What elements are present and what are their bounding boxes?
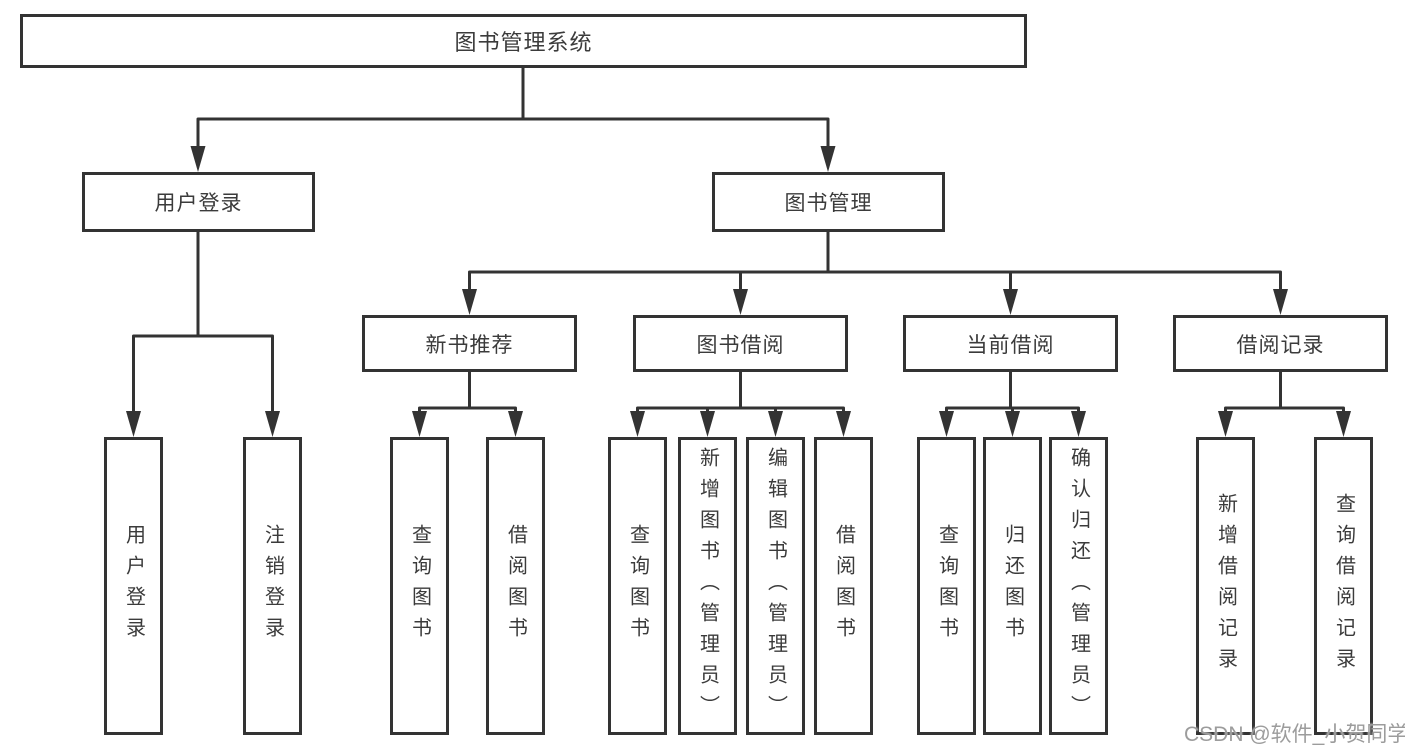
node-current-borrow: 当前借阅: [903, 315, 1118, 372]
leaf-add-books-admin: 新增图书（管理员）: [678, 437, 737, 735]
leaf-label: 借阅图书: [504, 524, 527, 648]
node-label: 借阅记录: [1236, 333, 1325, 357]
node-label: 图书管理系统: [454, 30, 593, 55]
leaf-borrow-books-2: 借阅图书: [814, 437, 873, 735]
leaf-label: 注销登录: [261, 524, 284, 648]
leaf-query-books-1: 查询图书: [390, 437, 449, 735]
leaf-return-books: 归还图书: [983, 437, 1042, 735]
leaf-edit-books-admin: 编辑图书（管理员）: [746, 437, 805, 735]
leaf-label: 确认归还（管理员）: [1067, 446, 1090, 726]
node-label: 图书管理: [784, 192, 873, 215]
leaf-label: 新增借阅记录: [1214, 493, 1237, 679]
leaf-label: 查询图书: [408, 524, 431, 648]
leaf-query-books-2: 查询图书: [608, 437, 667, 735]
node-user-login: 用户登录: [82, 172, 315, 232]
leaf-query-books-3: 查询图书: [917, 437, 976, 735]
leaf-label: 查询借阅记录: [1332, 493, 1355, 679]
node-new-book-recommend: 新书推荐: [362, 315, 577, 372]
leaf-query-borrow-record: 查询借阅记录: [1314, 437, 1373, 735]
leaf-logout: 注销登录: [243, 437, 302, 735]
leaf-add-borrow-record: 新增借阅记录: [1196, 437, 1255, 735]
node-book-borrowing: 图书借阅: [633, 315, 848, 372]
leaf-label: 新增图书（管理员）: [696, 446, 719, 726]
node-label: 新书推荐: [425, 333, 514, 357]
leaf-label: 编辑图书（管理员）: [764, 446, 787, 726]
leaf-label: 用户登录: [122, 524, 145, 648]
leaf-user-login: 用户登录: [104, 437, 163, 735]
node-label: 用户登录: [154, 192, 243, 215]
node-label: 当前借阅: [966, 333, 1055, 357]
node-book-management: 图书管理: [712, 172, 945, 232]
leaf-confirm-return-admin: 确认归还（管理员）: [1049, 437, 1108, 735]
node-root-system: 图书管理系统: [20, 14, 1027, 68]
leaf-label: 借阅图书: [832, 524, 855, 648]
node-borrow-records: 借阅记录: [1173, 315, 1388, 372]
node-label: 图书借阅: [696, 333, 785, 357]
leaf-label: 归还图书: [1001, 524, 1024, 648]
leaf-label: 查询图书: [626, 524, 649, 648]
csdn-watermark: CSDN @软件_小贺同学: [1184, 723, 1405, 746]
leaf-borrow-books-1: 借阅图书: [486, 437, 545, 735]
leaf-label: 查询图书: [935, 524, 958, 648]
